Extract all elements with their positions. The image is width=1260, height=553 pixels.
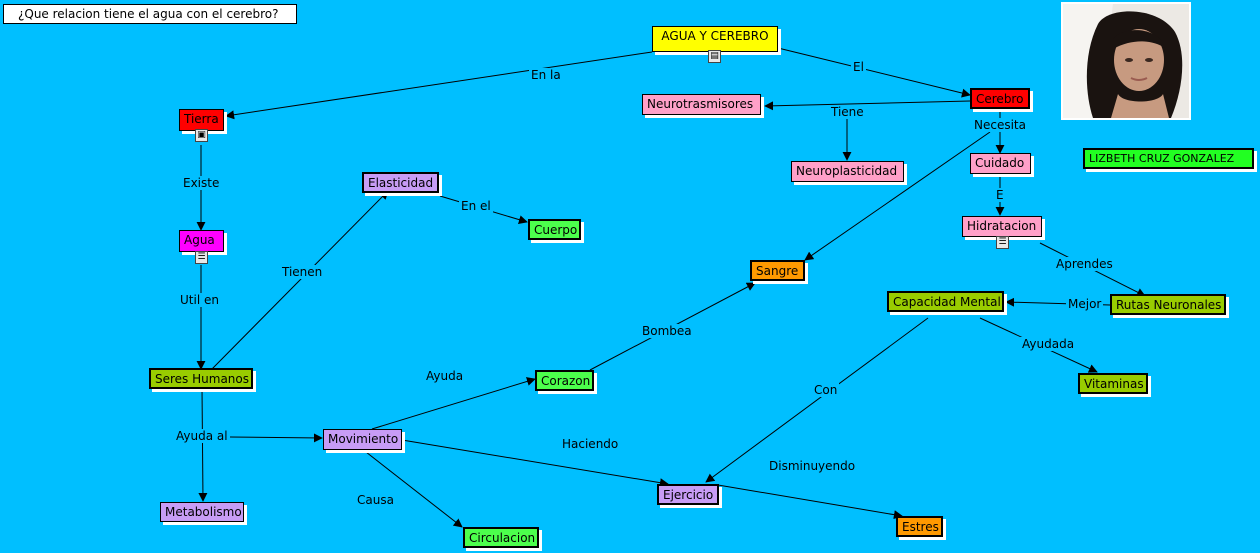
node-movimiento[interactable]: Movimiento [323,429,402,450]
node-cuerpo[interactable]: Cuerpo [528,219,581,240]
node-tierra[interactable]: Tierra [179,109,224,131]
link-label: Mejor [1066,297,1104,311]
link-label: En la [529,68,563,82]
node-estres[interactable]: Estres [896,516,943,537]
node-elasticidad[interactable]: Elasticidad [362,172,439,193]
link-label: Con [812,383,840,397]
link-label: Causa [355,493,396,507]
link-label: Util en [178,293,221,307]
author-label[interactable]: LIZBETH CRUZ GONZALEZ [1083,148,1254,169]
link-label: Ayudada [1020,337,1077,351]
document-icon[interactable]: ☰ [195,251,208,264]
node-cerebro[interactable]: Cerebro [970,88,1030,109]
link-label: Tiene [829,105,866,119]
link-label: Tienen [280,265,325,279]
link-label: Existe [181,176,222,190]
node-neurotrasmisores[interactable]: Neurotrasmisores [642,94,761,115]
focus-question: ¿Que relacion tiene el agua con el cereb… [3,4,297,24]
link-label: E [994,188,1006,202]
node-vitaminas[interactable]: Vitaminas [1078,373,1148,394]
link-label: Necesita [972,118,1028,132]
node-hidratacion[interactable]: Hidratacion [962,216,1042,237]
node-rutas-neuronales[interactable]: Rutas Neuronales [1110,294,1226,315]
node-corazon[interactable]: Corazon [535,370,594,391]
link-label: Aprendes [1054,257,1115,271]
link-label: Bombea [640,324,694,338]
node-cuidado[interactable]: Cuidado [970,153,1031,174]
node-ejercicio[interactable]: Ejercicio [657,484,719,505]
node-agua[interactable]: Agua [179,230,224,252]
link-label: Haciendo [560,437,621,451]
link-label: El [851,60,866,74]
link-label: En el [459,199,493,213]
node-neuroplasticidad[interactable]: Neuroplasticidad [791,161,904,182]
link-label: Ayuda al [174,429,230,443]
link-label: Ayuda [424,369,466,383]
document-icon[interactable]: ☰ [996,236,1009,249]
node-sangre[interactable]: Sangre [750,260,805,281]
node-circulacion[interactable]: Circulacion [463,527,539,548]
link-label: Disminuyendo [767,459,858,473]
node-metabolismo[interactable]: Metabolismo [160,502,244,522]
node-seres-humanos[interactable]: Seres Humanos [149,368,253,389]
node-agua-y-cerebro[interactable]: AGUA Y CEREBRO [652,26,778,52]
image-icon[interactable]: ▣ [195,129,208,142]
film-icon[interactable]: ▤ [708,50,721,63]
author-photo [1061,2,1191,120]
node-capacidad-mental[interactable]: Capacidad Mental [887,291,1004,312]
